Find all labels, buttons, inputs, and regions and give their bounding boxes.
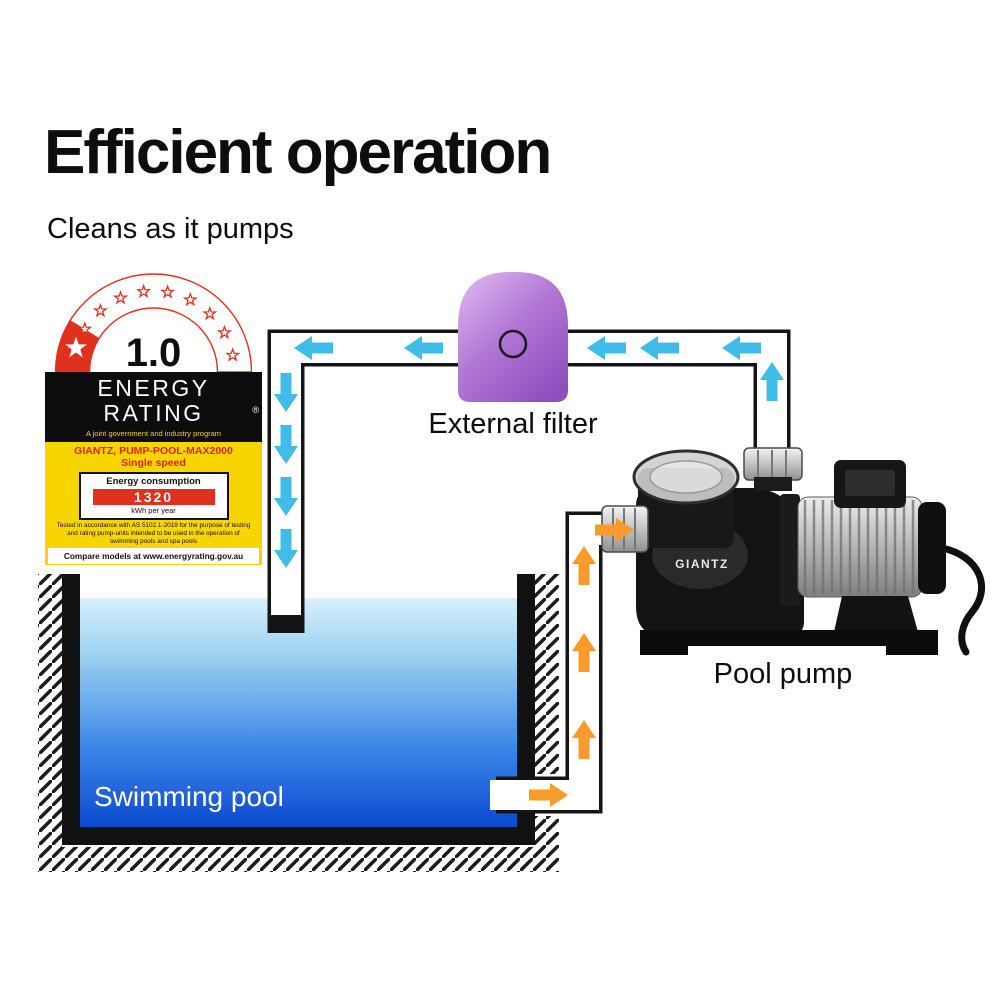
pool-pump-label: Pool pump — [713, 658, 853, 690]
consumption-unit: kWh per year — [131, 506, 176, 515]
ground-hatching — [38, 574, 559, 872]
strainer-clear-lid — [632, 449, 740, 505]
energy-rating-label: 1.0 ENERGY RATING ® A joint government a… — [45, 268, 262, 565]
page-subtitle: Cleans as it pumps — [47, 213, 294, 245]
registered-trademark: ® — [252, 405, 259, 415]
rating-value: 1.0 — [126, 331, 182, 372]
pump-base — [640, 630, 938, 655]
motor-rear-cap — [918, 502, 946, 594]
energy-word: ENERGY — [97, 375, 210, 401]
program-text: A joint government and industry program — [45, 428, 262, 442]
terminal-box — [834, 460, 906, 508]
model-name: GIANTZ, PUMP-POOL-MAX2000 — [74, 445, 233, 457]
label-details: GIANTZ, PUMP-POOL-MAX2000 Single speed E… — [45, 442, 262, 565]
swimming-pool-label: Swimming pool — [94, 781, 284, 812]
motor-body — [797, 496, 923, 598]
arch-band — [54, 273, 253, 372]
outlet-fitting — [743, 447, 803, 491]
consumption-value: 1320 — [92, 489, 215, 505]
speed-type: Single speed — [121, 457, 186, 469]
motor-foot — [834, 596, 918, 632]
page-title: Efficient operation — [44, 118, 552, 187]
pool-pump-illustration: GIANTZ — [601, 447, 985, 656]
motor-front-ring — [780, 494, 800, 606]
star-rating-arch: 1.0 — [54, 273, 253, 372]
compare-models-text: Compare models at www.energyrating.gov.a… — [48, 548, 259, 564]
rating-word: RATING — [103, 400, 204, 426]
energy-rating-heading: ENERGY RATING ® — [45, 372, 262, 428]
consumption-title: Energy consumption — [106, 476, 201, 487]
pool-water — [80, 598, 517, 827]
power-cable — [938, 544, 985, 656]
energy-consumption-box: Energy consumption 1320 kWh per year — [78, 472, 229, 520]
test-standard-disclaimer: Tested in accordance with AS 5102.1-2019… — [56, 522, 251, 545]
external-filter-shape — [458, 272, 568, 402]
pool-walls — [62, 574, 535, 845]
pump-brand-text: GIANTZ — [675, 557, 729, 571]
external-filter-label: External filter — [428, 408, 598, 440]
filter-window-icon — [498, 329, 528, 359]
